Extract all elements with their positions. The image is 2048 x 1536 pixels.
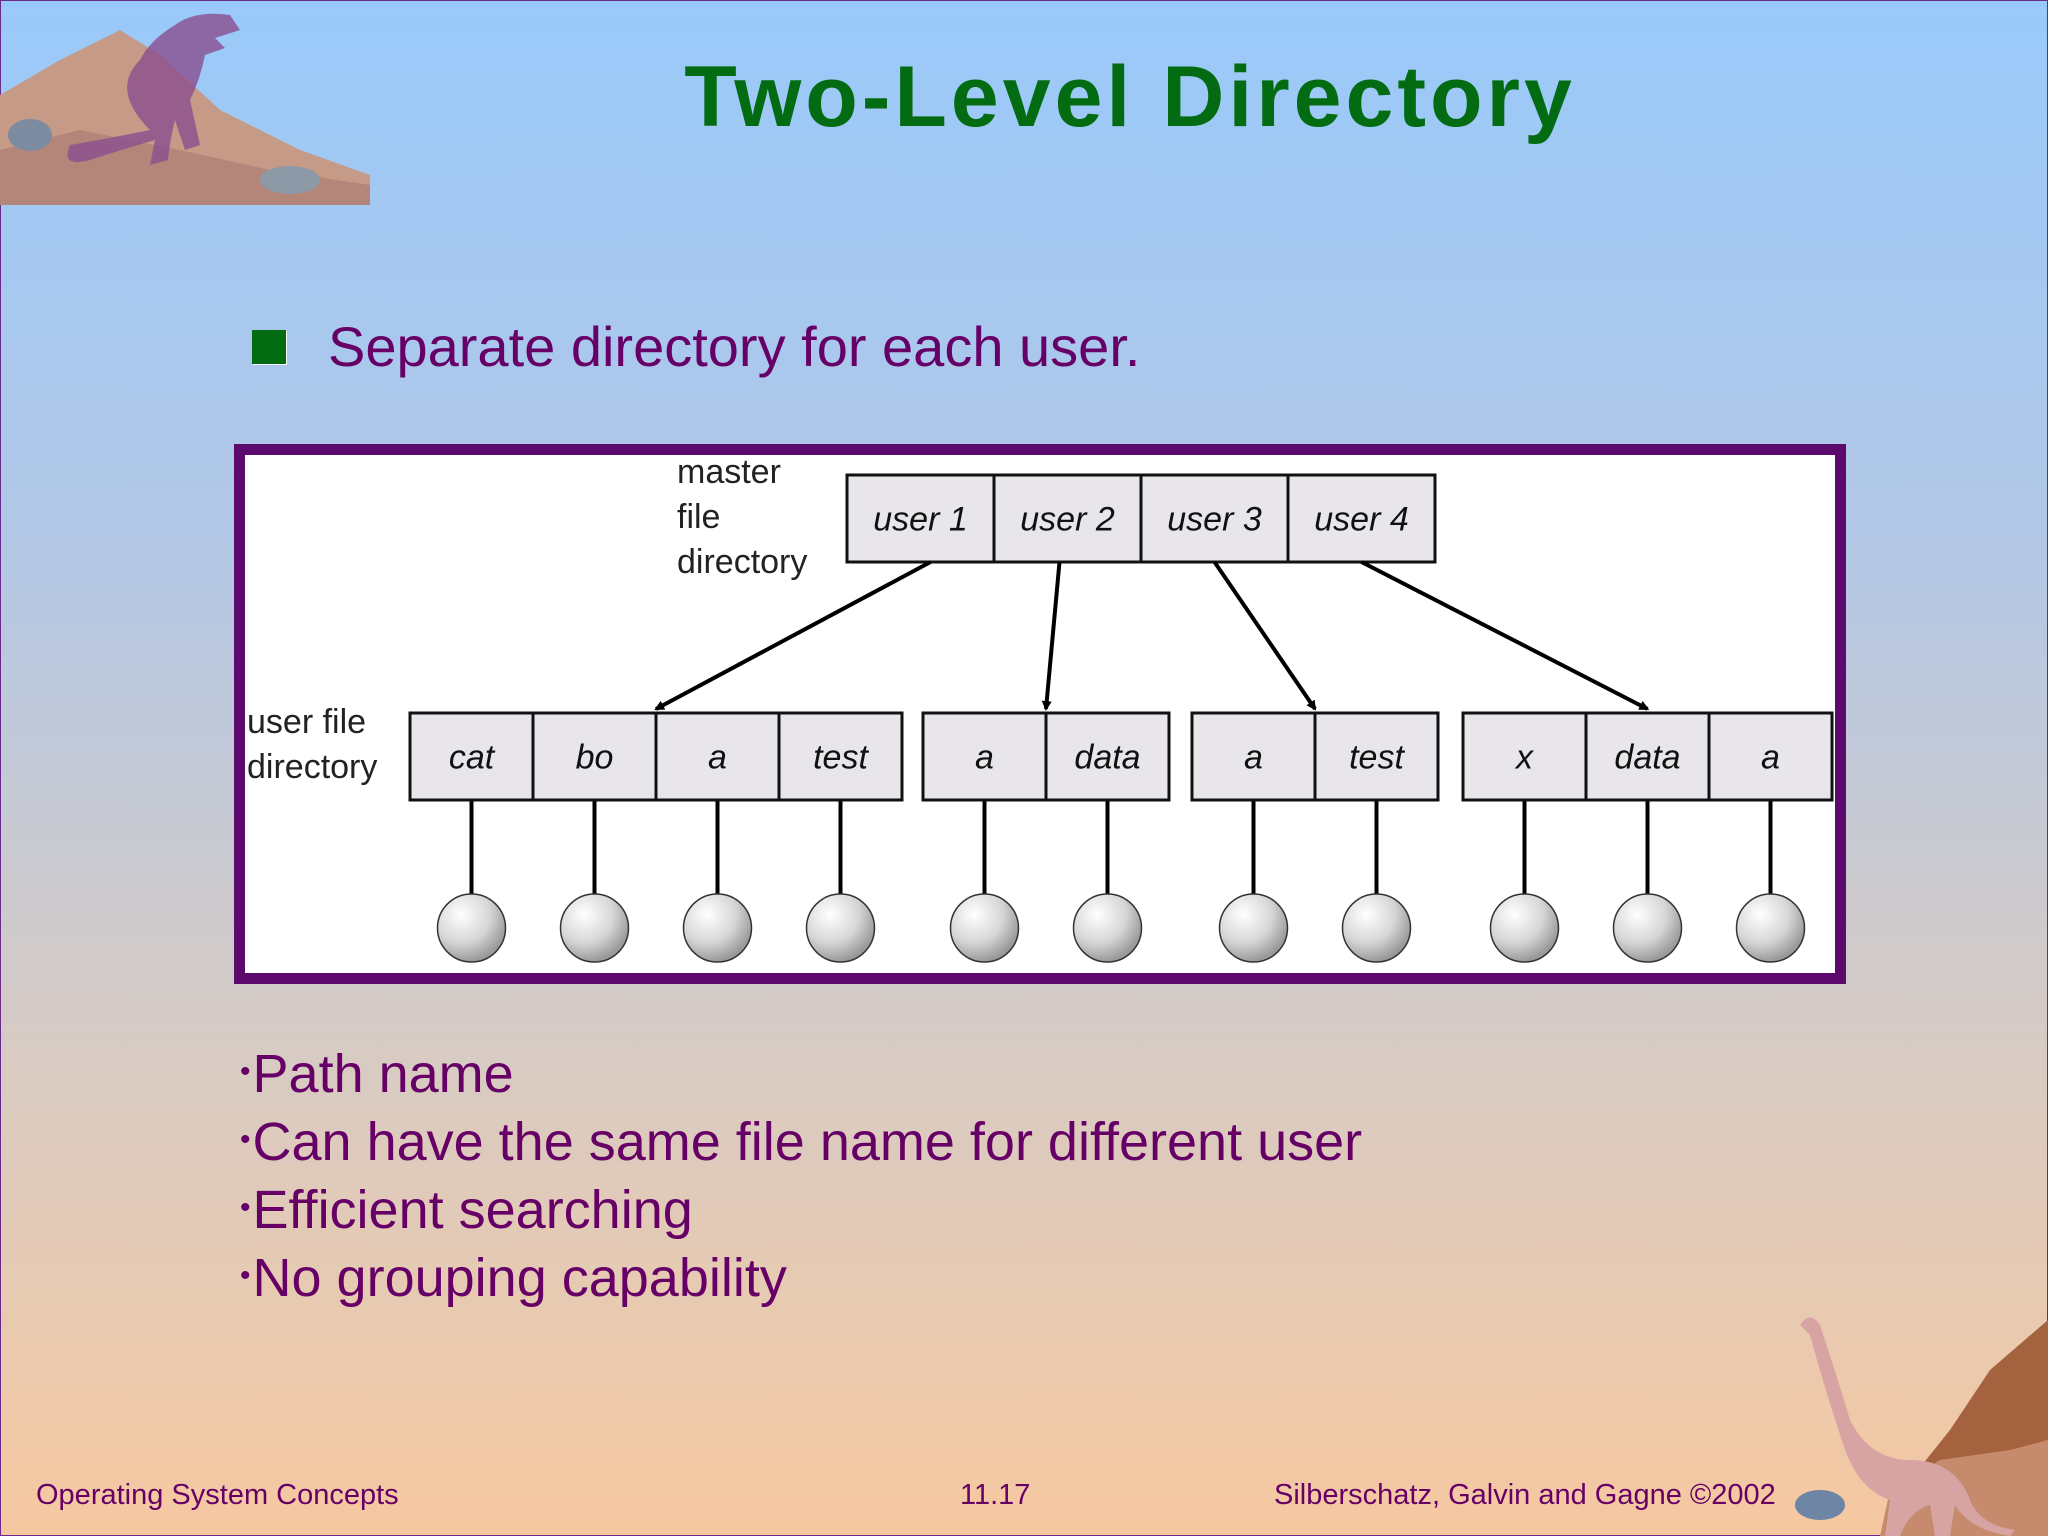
file-nodes [436,893,1806,963]
user-dir-cell-label: test [1349,739,1405,777]
file-node [1489,893,1560,963]
user-dir-cell [1584,711,1711,802]
master-cell [1286,473,1437,564]
note-item: •No grouping capability [240,1248,787,1308]
note-item: •Efficient searching [240,1180,693,1240]
master-directory-row: user 1 user 2 user 3 user 4 [845,473,1437,564]
master-cell-label: user 1 [873,501,968,539]
user-dir-cell [408,711,535,802]
user-dir-cell [531,711,658,802]
user-dir-cell-label: data [1614,739,1680,777]
master-file-directory-label: master file directory [677,455,807,581]
file-node [1341,893,1412,963]
diagram-arrows [466,560,1776,905]
user-label-line: user file [247,703,366,741]
user-dir-cell-label: a [708,739,727,777]
t-rex-illustration [0,13,370,205]
directory-arrow [1360,560,1650,711]
user-dir-cell-label: x [1514,739,1534,777]
user-dir-cell [921,711,1048,802]
master-label-line: directory [677,543,807,581]
file-node [436,893,507,963]
slide-title: Two-Level Directory [684,49,1576,145]
user-label-line: directory [247,748,377,786]
master-cell-label: user 3 [1167,501,1262,539]
user-dir-cell-label: data [1074,739,1140,777]
user-dir-cell-label: cat [449,739,496,777]
note-item: •Can have the same file name for differe… [240,1112,1363,1172]
user-dir-cell-label: a [975,739,994,777]
directory-arrow [1212,560,1317,711]
user-dir-cell-label: test [813,739,869,777]
bullet-square-icon [252,329,286,364]
brontosaurus-illustration [1795,1317,2048,1536]
user-dir-cell-label: a [1244,739,1263,777]
file-node [805,893,876,963]
file-node [949,893,1020,963]
master-cell-label: user 4 [1314,501,1409,539]
notes-list: •Path name •Can have the same file name … [240,1040,1362,1312]
user-dir-cell [1707,711,1834,802]
file-node [1218,893,1289,963]
master-label-line: master [677,455,781,491]
file-node [682,893,753,963]
note-text: Efficient searching [252,1180,693,1240]
diagram-canvas: master file directory user file directory u… [247,455,1834,963]
note-text: Can have the same file name for differen… [252,1112,1363,1172]
user-dir-cell [1044,711,1171,802]
footer-course-title: Operating System Concepts [36,1479,399,1511]
user-dir-cell [1461,711,1588,802]
main-bullet: Separate directory for each user. [252,314,1140,379]
file-node [1072,893,1143,963]
note-text: No grouping capability [252,1248,787,1308]
footer-copyright: Silberschatz, Galvin and Gagne ©2002 [1274,1479,1776,1511]
user-dir-cell [1313,711,1440,802]
user-dir-cell [777,711,904,802]
user-dir-cell-label: bo [576,739,614,777]
user-dir-cell-label: a [1761,739,1780,777]
file-node [1612,893,1683,963]
file-node [559,893,630,963]
master-cell [992,473,1143,564]
two-level-directory-diagram: master file directory user file directory u… [234,444,1846,984]
note-item: •Path name [240,1044,514,1104]
user-file-directory-label: user file directory [247,703,377,786]
directory-arrow [654,560,932,711]
note-text: Path name [252,1044,514,1104]
bullet-text: Separate directory for each user. [328,315,1141,378]
file-node [1735,893,1806,963]
directory-arrow [1041,561,1062,711]
master-label-line: file [677,498,720,536]
user-directory-rows: cat bo a test a data a test x data a [408,711,1834,802]
master-cell [845,473,996,564]
footer-slide-number: 11.17 [960,1479,1031,1511]
master-cell-label: user 2 [1020,501,1115,539]
